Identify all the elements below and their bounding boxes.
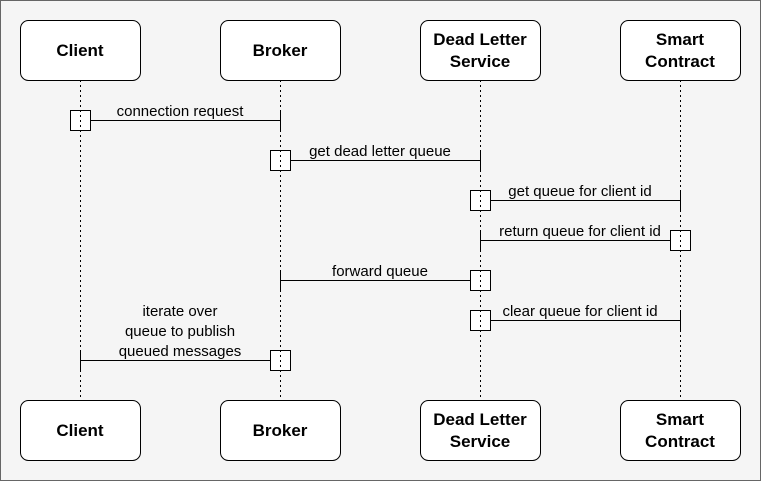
participant-client-bottom: Client: [20, 400, 141, 461]
participant-label: Smart: [656, 410, 705, 429]
message-5: forward queue: [280, 263, 491, 291]
messages: connection request get dead letter queue g…: [70, 103, 691, 371]
participant-box: [620, 400, 741, 461]
participant-box: [20, 400, 141, 461]
participant-label: Service: [450, 52, 511, 71]
message-label: queued messages: [119, 343, 242, 360]
message-6: clear queue for client id: [470, 303, 681, 331]
participant-box: [20, 20, 141, 81]
participant-box: [620, 20, 741, 81]
participant-broker-bottom: Broker: [220, 400, 341, 461]
message-label: get dead letter queue: [309, 143, 451, 160]
participant-label: Dead Letter: [433, 410, 527, 429]
message-label: get queue for client id: [508, 183, 651, 200]
participant-box: [220, 20, 341, 81]
participant-label: Client: [56, 421, 104, 440]
participant-box: [420, 20, 541, 81]
message-1: connection request: [70, 103, 281, 131]
message-2: get dead letter queue: [270, 143, 481, 171]
participant-label: Broker: [253, 421, 308, 440]
participant-label: Client: [56, 41, 104, 60]
message-label: clear queue for client id: [502, 303, 657, 320]
message-label: iterate over: [142, 303, 217, 320]
message-7: iterate over queue to publish queued messa…: [80, 303, 291, 371]
participant-client-top: Client: [20, 20, 141, 81]
message-label: queue to publish: [125, 323, 235, 340]
message-4: return queue for client id: [480, 223, 691, 251]
participant-label: Contract: [645, 52, 715, 71]
message-label: forward queue: [332, 263, 428, 280]
participant-label: Contract: [645, 432, 715, 451]
participant-label: Broker: [253, 41, 308, 60]
participant-label: Smart: [656, 30, 705, 49]
participant-box: [220, 400, 341, 461]
message-3: get queue for client id: [470, 183, 681, 211]
message-label: connection request: [117, 103, 245, 120]
participant-label: Dead Letter: [433, 30, 527, 49]
participant-box: [420, 400, 541, 461]
participant-label: Service: [450, 432, 511, 451]
message-label: return queue for client id: [499, 223, 661, 240]
participant-broker-top: Broker: [220, 20, 341, 81]
